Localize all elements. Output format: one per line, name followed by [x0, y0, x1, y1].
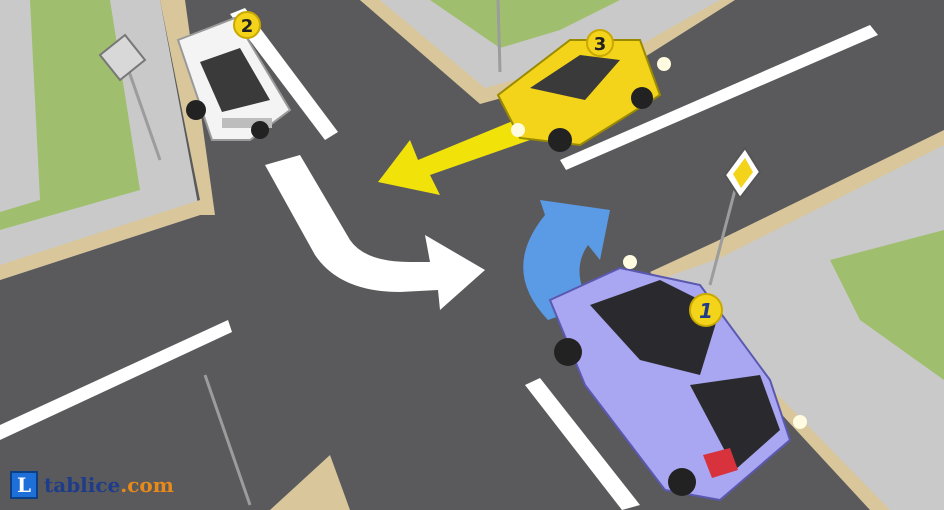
badge-label-1: 1: [699, 299, 713, 323]
logo-text-main: tablice: [44, 473, 120, 497]
badge-label-2: 2: [241, 16, 254, 37]
pole-top-right: [498, 0, 500, 72]
logo-icon: L: [10, 471, 38, 499]
badge-label-3: 3: [594, 34, 607, 55]
logo-text-domain: .com: [120, 473, 174, 497]
logo-text: tablice.com: [44, 473, 174, 497]
watermark-logo: L tablice.com: [10, 470, 174, 500]
badge-vehicle-2: 2: [234, 12, 260, 38]
badge-vehicle-1: 1: [690, 294, 722, 326]
badge-vehicle-3: 3: [587, 30, 613, 56]
